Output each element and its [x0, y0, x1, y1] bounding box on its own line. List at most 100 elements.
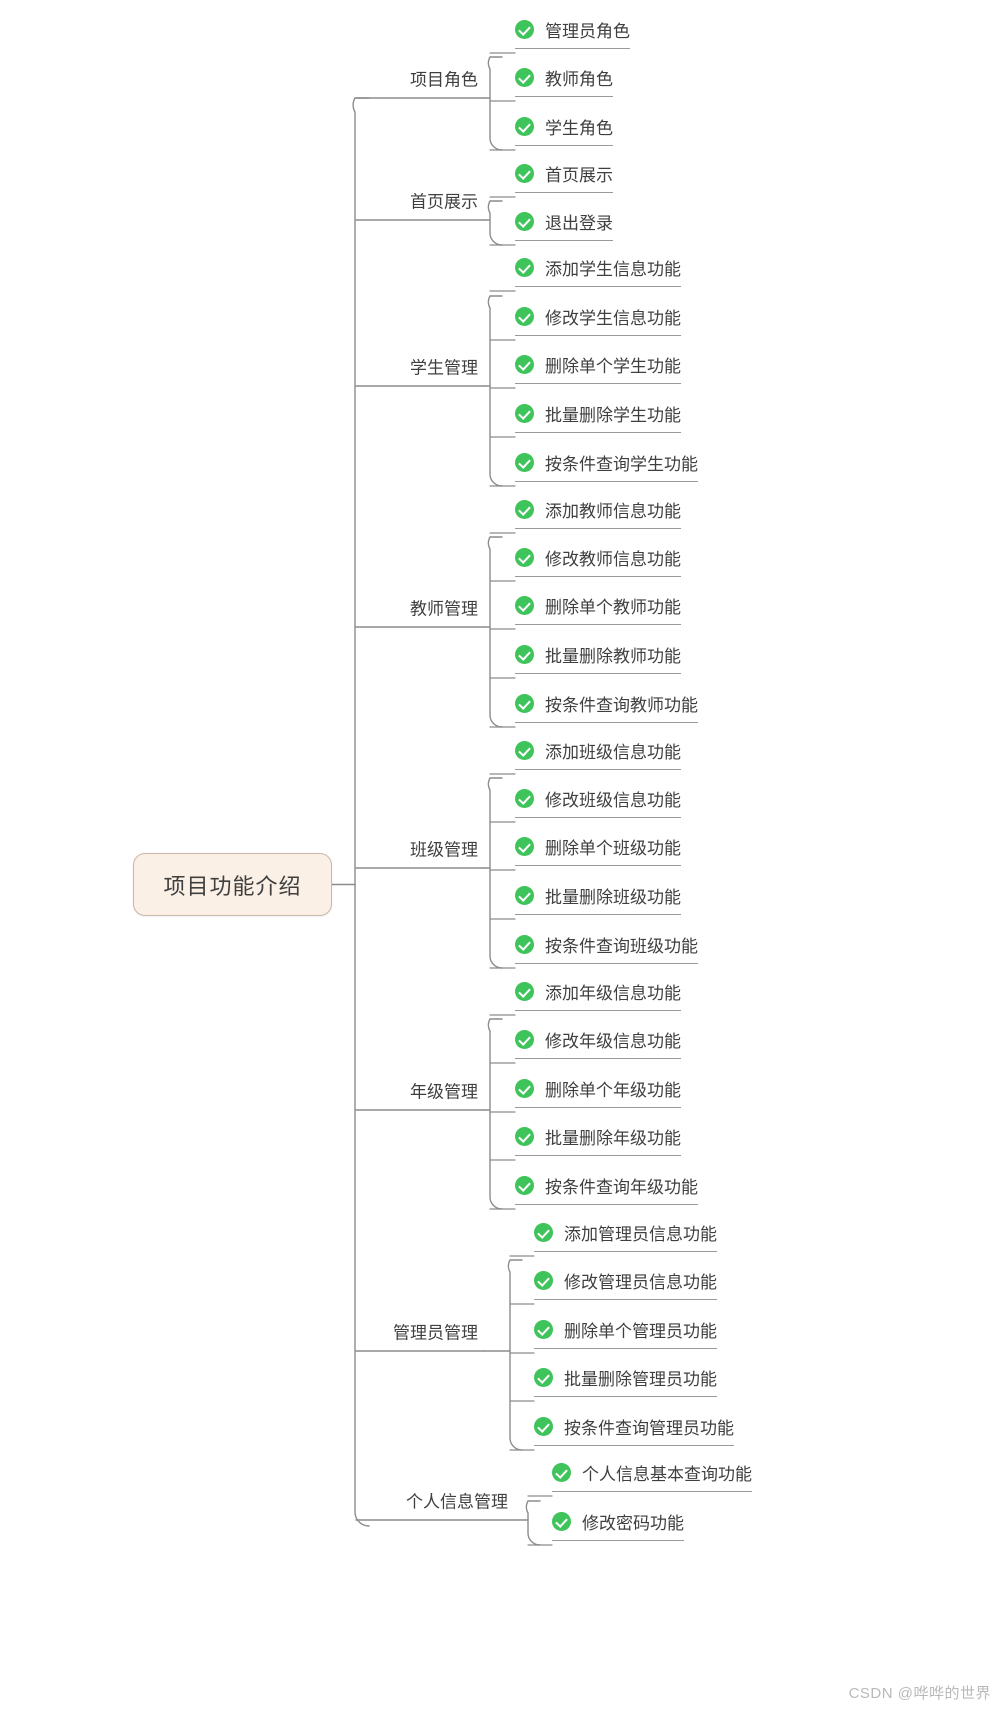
leaf-item[interactable]: 教师角色	[515, 65, 613, 97]
leaf-underline	[515, 285, 681, 287]
branch-label-2[interactable]: 首页展示	[410, 192, 478, 212]
leaf-label: 删除单个班级功能	[545, 839, 681, 858]
leaf-item[interactable]: 删除单个班级功能	[515, 834, 681, 866]
leaf-underline	[515, 1203, 698, 1205]
check-circle-icon	[515, 68, 534, 87]
leaf-item[interactable]: 退出登录	[515, 209, 613, 241]
root-node-label: 项目功能介绍	[163, 873, 302, 899]
leaf-underline	[534, 1298, 717, 1300]
leaf-underline	[515, 623, 681, 625]
leaf-label: 按条件查询学生功能	[545, 455, 698, 474]
check-circle-icon	[515, 596, 534, 615]
leaf-item[interactable]: 添加年级信息功能	[515, 979, 681, 1011]
leaf-item[interactable]: 删除单个教师功能	[515, 593, 681, 625]
leaf-underline	[515, 962, 698, 964]
leaf-underline	[515, 527, 681, 529]
leaf-item[interactable]: 修改班级信息功能	[515, 786, 681, 818]
check-circle-icon	[515, 886, 534, 905]
check-circle-icon	[515, 837, 534, 856]
leaf-item[interactable]: 批量删除年级功能	[515, 1124, 681, 1156]
check-circle-icon	[515, 645, 534, 664]
check-circle-icon	[515, 741, 534, 760]
check-circle-icon	[515, 500, 534, 519]
leaf-underline	[515, 1106, 681, 1108]
leaf-label: 批量删除年级功能	[545, 1129, 681, 1148]
root-node[interactable]: 项目功能介绍	[133, 853, 332, 916]
leaf-item[interactable]: 批量删除教师功能	[515, 642, 681, 674]
leaf-label: 修改学生信息功能	[545, 309, 681, 328]
leaf-underline	[515, 239, 613, 241]
leaf-item[interactable]: 添加学生信息功能	[515, 255, 681, 287]
check-circle-icon	[552, 1512, 571, 1531]
check-circle-icon	[515, 1079, 534, 1098]
leaf-item[interactable]: 按条件查询教师功能	[515, 691, 698, 723]
leaf-item[interactable]: 删除单个学生功能	[515, 352, 681, 384]
leaf-label: 修改管理员信息功能	[564, 1273, 717, 1292]
leaf-label: 添加班级信息功能	[545, 743, 681, 762]
leaf-item[interactable]: 按条件查询年级功能	[515, 1173, 698, 1205]
leaf-item[interactable]: 按条件查询管理员功能	[534, 1414, 734, 1446]
leaf-item[interactable]: 批量删除管理员功能	[534, 1365, 717, 1397]
leaf-item[interactable]: 修改教师信息功能	[515, 545, 681, 577]
leaf-label: 修改教师信息功能	[545, 550, 681, 569]
leaf-item[interactable]: 添加管理员信息功能	[534, 1220, 717, 1252]
check-circle-icon	[534, 1320, 553, 1339]
leaf-underline	[515, 768, 681, 770]
leaf-underline	[515, 480, 698, 482]
leaf-label: 修改班级信息功能	[545, 791, 681, 810]
leaf-underline	[515, 95, 613, 97]
leaf-label: 批量删除学生功能	[545, 406, 681, 425]
leaf-item[interactable]: 修改密码功能	[552, 1509, 684, 1541]
leaf-label: 批量删除管理员功能	[564, 1370, 717, 1389]
leaf-item[interactable]: 修改学生信息功能	[515, 304, 681, 336]
check-circle-icon	[515, 404, 534, 423]
leaf-item[interactable]: 删除单个年级功能	[515, 1076, 681, 1108]
leaf-item[interactable]: 修改管理员信息功能	[534, 1268, 717, 1300]
leaf-label: 添加管理员信息功能	[564, 1225, 717, 1244]
check-circle-icon	[515, 1030, 534, 1049]
branch-label-7[interactable]: 管理员管理	[393, 1323, 478, 1343]
leaf-underline	[515, 913, 681, 915]
branch-label-4[interactable]: 教师管理	[410, 599, 478, 619]
leaf-label: 管理员角色	[545, 22, 630, 41]
branch-label-5[interactable]: 班级管理	[410, 840, 478, 860]
check-circle-icon	[515, 694, 534, 713]
check-circle-icon	[515, 453, 534, 472]
check-circle-icon	[515, 20, 534, 39]
leaf-item[interactable]: 学生角色	[515, 114, 613, 146]
leaf-item[interactable]: 按条件查询班级功能	[515, 932, 698, 964]
leaf-item[interactable]: 按条件查询学生功能	[515, 450, 698, 482]
leaf-item[interactable]: 删除单个管理员功能	[534, 1317, 717, 1349]
leaf-label: 退出登录	[545, 214, 613, 233]
leaf-label: 个人信息基本查询功能	[582, 1465, 752, 1484]
watermark: CSDN @哗哗的世界	[848, 1685, 991, 1702]
leaf-underline	[515, 382, 681, 384]
leaf-item[interactable]: 添加教师信息功能	[515, 497, 681, 529]
leaf-item[interactable]: 管理员角色	[515, 17, 630, 49]
check-circle-icon	[515, 164, 534, 183]
leaf-item[interactable]: 批量删除学生功能	[515, 401, 681, 433]
leaf-item[interactable]: 批量删除班级功能	[515, 883, 681, 915]
leaf-item[interactable]: 修改年级信息功能	[515, 1027, 681, 1059]
branch-label-8[interactable]: 个人信息管理	[406, 1492, 508, 1512]
leaf-underline	[534, 1444, 734, 1446]
leaf-underline	[515, 191, 613, 193]
leaf-underline	[515, 721, 698, 723]
check-circle-icon	[515, 789, 534, 808]
branch-label-3[interactable]: 学生管理	[410, 358, 478, 378]
leaf-underline	[515, 431, 681, 433]
leaf-underline	[515, 672, 681, 674]
branch-label-1[interactable]: 项目角色	[410, 70, 478, 90]
check-circle-icon	[515, 935, 534, 954]
branch-label-6[interactable]: 年级管理	[410, 1082, 478, 1102]
leaf-underline	[515, 144, 613, 146]
leaf-label: 批量删除班级功能	[545, 888, 681, 907]
leaf-label: 学生角色	[545, 119, 613, 138]
check-circle-icon	[534, 1417, 553, 1436]
leaf-item[interactable]: 个人信息基本查询功能	[552, 1460, 752, 1492]
leaf-item[interactable]: 添加班级信息功能	[515, 738, 681, 770]
leaf-underline	[515, 47, 630, 49]
leaf-label: 添加年级信息功能	[545, 984, 681, 1003]
leaf-item[interactable]: 首页展示	[515, 161, 613, 193]
